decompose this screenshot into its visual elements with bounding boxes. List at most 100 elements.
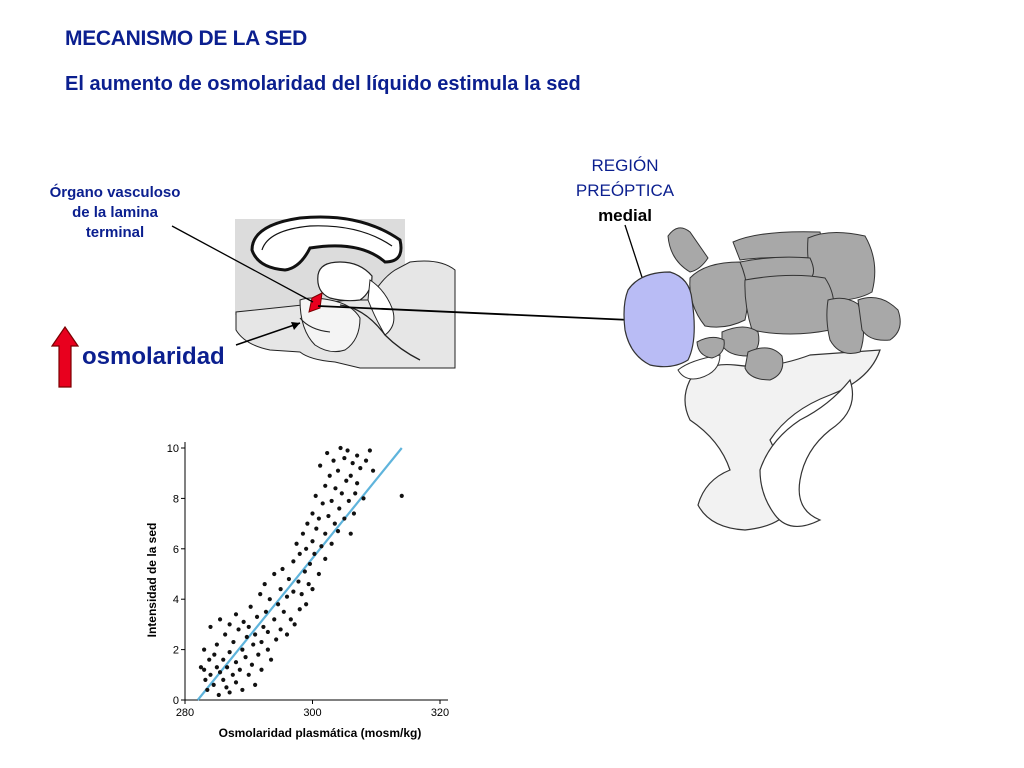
data-point (319, 544, 324, 549)
data-point (333, 486, 338, 491)
ovlt-label-line1: Órgano vasculoso (49, 184, 181, 201)
data-point (367, 448, 372, 453)
data-point (217, 670, 223, 675)
x-tick-label: 320 (431, 707, 449, 719)
data-point (233, 680, 239, 685)
x-tick-label: 280 (176, 707, 194, 719)
data-point (216, 692, 221, 698)
ovlt-label-line3: terminal (85, 224, 145, 241)
data-point (256, 652, 261, 657)
data-point (221, 677, 226, 682)
data-point (243, 655, 248, 660)
data-point (342, 516, 347, 521)
data-point (353, 491, 358, 496)
data-point (254, 614, 260, 619)
data-point (214, 642, 219, 647)
data-point-group (198, 445, 404, 698)
data-point (323, 483, 328, 488)
data-point (263, 609, 269, 614)
data-point (246, 672, 251, 677)
y-tick-label: 6 (173, 544, 179, 556)
data-point (329, 498, 334, 504)
data-point (337, 506, 342, 511)
data-point (249, 662, 255, 667)
data-point (217, 617, 223, 622)
data-point (370, 468, 376, 473)
data-point (203, 677, 208, 682)
data-point (284, 594, 290, 599)
data-point (208, 624, 213, 630)
data-point (339, 491, 344, 496)
data-point (233, 660, 239, 665)
data-point (304, 602, 309, 607)
ovlt-highlight (308, 292, 323, 313)
data-point (284, 632, 290, 637)
data-point (268, 657, 274, 662)
x-axis-label: Osmolaridad plasmática (mosm/kg) (219, 726, 422, 740)
data-point (310, 587, 315, 592)
y-axis-label: Intensidad de la sed (145, 523, 159, 638)
data-point (323, 531, 328, 536)
data-point (230, 672, 235, 677)
y-tick-label: 8 (173, 493, 179, 505)
data-point (292, 622, 297, 627)
data-point (297, 551, 302, 556)
data-point (316, 571, 321, 577)
data-point (306, 581, 311, 587)
preoptic-label-line3: medial (598, 206, 652, 225)
data-point (338, 445, 343, 451)
data-point (318, 463, 323, 468)
data-point (258, 592, 263, 597)
data-point (294, 541, 299, 546)
osmolarity-label: osmolaridad (82, 343, 225, 370)
data-point (227, 690, 232, 695)
data-point (305, 521, 310, 526)
data-point (240, 647, 245, 652)
data-point (224, 685, 229, 690)
data-point (297, 607, 302, 612)
data-point (227, 650, 232, 655)
data-point (335, 529, 341, 534)
data-point (207, 657, 212, 662)
y-tick-label: 10 (167, 443, 179, 455)
data-point (310, 539, 315, 544)
data-point (320, 501, 325, 506)
data-point (326, 513, 331, 519)
data-point (300, 531, 306, 536)
data-point (248, 604, 253, 609)
data-point (275, 602, 281, 607)
brain-section-illustration (235, 215, 456, 369)
osmolarity-pointer-arrowhead (291, 322, 300, 330)
data-point (278, 627, 283, 632)
data-point (307, 561, 313, 567)
data-point (205, 687, 210, 693)
data-point (251, 642, 256, 647)
data-point (299, 592, 304, 597)
data-point (212, 652, 217, 657)
data-point (313, 493, 318, 498)
preoptic-region-label: REGIÓN PREÓPTICA medial (545, 153, 705, 228)
data-point (214, 665, 219, 670)
data-point (286, 576, 292, 582)
data-point (325, 450, 330, 456)
data-point (350, 461, 355, 466)
data-point (314, 526, 319, 531)
data-point (346, 498, 351, 504)
data-point (296, 579, 301, 584)
y-tick-label: 0 (173, 695, 179, 707)
data-point (244, 634, 249, 640)
data-point (331, 458, 336, 463)
data-point (274, 637, 279, 642)
data-point (363, 458, 369, 463)
hypothalamus-illustration (623, 227, 901, 531)
y-tick-label: 2 (173, 645, 179, 657)
slide-subtitle: El aumento de osmolaridad del líquido es… (65, 73, 581, 95)
ovlt-to-preoptic-arrow (317, 305, 653, 322)
data-point (246, 624, 251, 630)
data-point (241, 619, 246, 624)
data-point (288, 617, 293, 622)
data-point (316, 516, 321, 521)
data-point (208, 672, 213, 677)
data-point (351, 511, 357, 516)
